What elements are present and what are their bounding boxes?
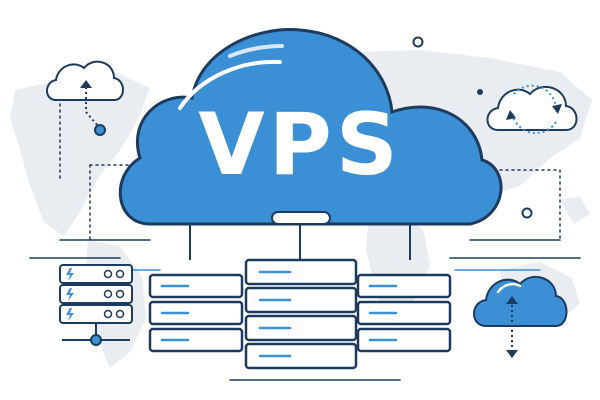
lightning-icon — [66, 268, 74, 321]
dotted-connectors — [59, 91, 561, 241]
server-rack-icon — [59, 264, 133, 346]
decorative-lines — [29, 239, 581, 381]
cloud-sync-icon — [486, 84, 578, 135]
vps-title: VPS — [198, 95, 402, 195]
server-stack-left — [148, 273, 244, 353]
cloud-upload-icon — [46, 60, 124, 136]
server-stack-icon — [148, 258, 452, 370]
server-stack-right — [356, 273, 452, 353]
decorative-dots — [412, 36, 533, 219]
connector-bus — [189, 211, 411, 260]
server-stack-center — [244, 258, 358, 370]
cloud-download-icon — [473, 275, 568, 358]
